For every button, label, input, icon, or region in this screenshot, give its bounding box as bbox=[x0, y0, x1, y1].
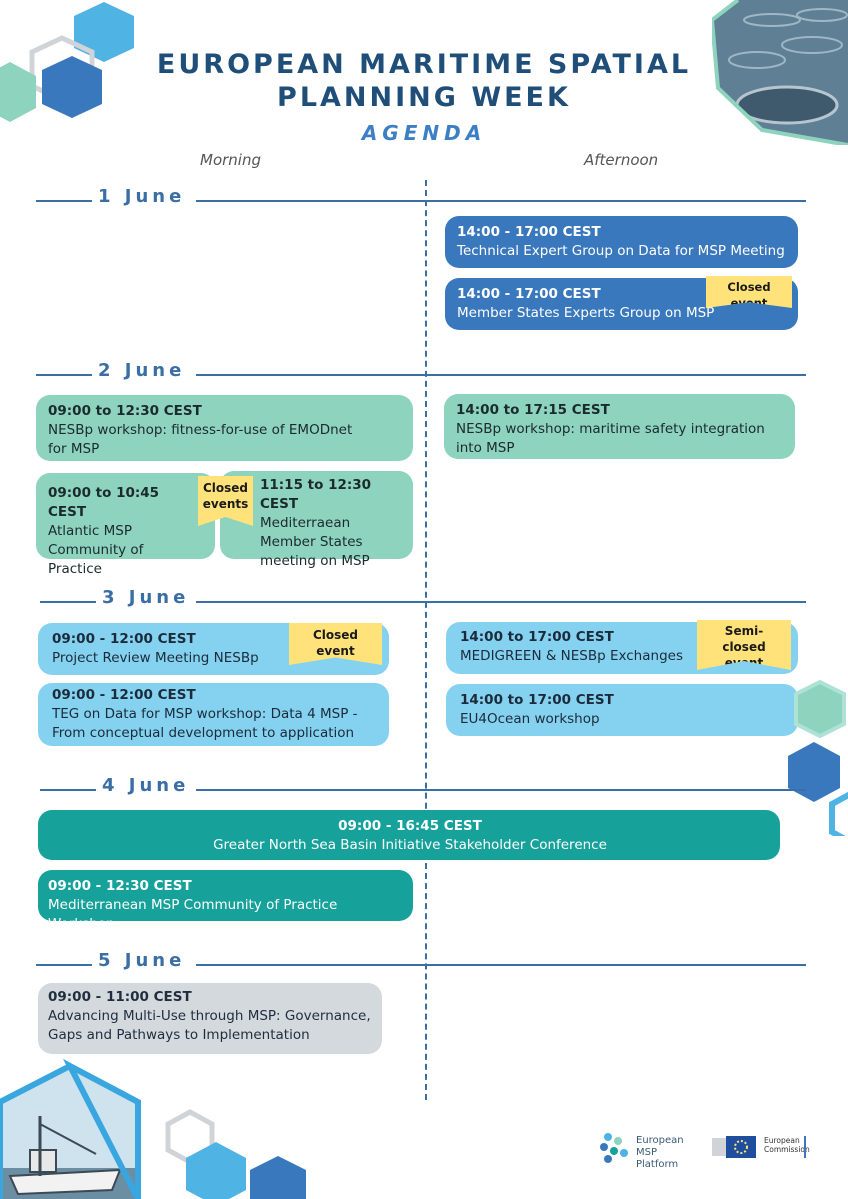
day-header-4: 4 June bbox=[36, 775, 806, 801]
boat-photo bbox=[0, 1058, 141, 1199]
day-label: 5 June bbox=[98, 950, 186, 971]
event-time: 14:00 to 17:15 CEST bbox=[456, 402, 610, 418]
event-card[interactable]: 14:00 - 17:00 CEST Technical Expert Grou… bbox=[445, 216, 798, 268]
event-time: 09:00 - 16:45 CEST bbox=[338, 818, 482, 834]
event-time: 14:00 - 17:00 CEST bbox=[457, 286, 601, 302]
ec-logo-text-line1: European bbox=[764, 1136, 800, 1145]
event-title: Technical Expert Group on Data for MSP M… bbox=[457, 243, 785, 259]
event-title: Atlantic MSP Community of Practice bbox=[48, 523, 144, 577]
eu-flag-icon bbox=[712, 1136, 756, 1158]
event-card[interactable]: 09:00 to 12:30 CEST NESBp workshop: fitn… bbox=[36, 395, 413, 461]
event-time: 09:00 to 10:45 CEST bbox=[48, 485, 160, 520]
event-card[interactable]: 14:00 to 17:15 CEST NESBp workshop: mari… bbox=[444, 394, 795, 459]
day-header-1: 1 June bbox=[36, 186, 806, 212]
hexagon-decoration-cluster-right bbox=[788, 679, 848, 836]
ec-logo-divider bbox=[804, 1136, 806, 1158]
aquaculture-photo bbox=[712, 0, 848, 145]
column-header-afternoon: Afternoon bbox=[584, 151, 659, 169]
msp-platform-logo-icon bbox=[600, 1133, 628, 1163]
event-time: 11:15 to 12:30 CEST bbox=[260, 477, 372, 512]
day-label: 2 June bbox=[98, 360, 186, 381]
event-time: 14:00 - 17:00 CEST bbox=[457, 224, 601, 240]
event-title: NESBp workshop: fitness-for-use of EMODn… bbox=[48, 422, 353, 457]
msp-logo-text-line1: European bbox=[636, 1135, 684, 1146]
event-time: 14:00 to 17:00 CEST bbox=[460, 629, 614, 645]
event-card[interactable]: 11:15 to 12:30 CEST Mediterraean Member … bbox=[220, 471, 413, 569]
event-time: 09:00 - 12:30 CEST bbox=[48, 878, 192, 894]
day-label: 4 June bbox=[102, 775, 190, 796]
event-title: MEDIGREEN & NESBp Exchanges bbox=[460, 648, 683, 664]
msp-logo-text-line2: MSP Platform bbox=[636, 1147, 679, 1170]
hexagon-decoration-cluster-bottom bbox=[165, 1109, 306, 1199]
morning-afternoon-divider bbox=[425, 180, 427, 1100]
msp-platform-logo: European MSP Platform bbox=[598, 1131, 698, 1170]
event-title: Mediterraean Member States meeting on MS… bbox=[260, 515, 370, 569]
day-header-5: 5 June bbox=[36, 950, 806, 976]
event-title: Project Review Meeting NESBp bbox=[52, 650, 259, 666]
page-title-line2: PLANNING WEEK bbox=[277, 82, 571, 113]
european-commission-logo: European Commission bbox=[712, 1134, 812, 1160]
event-card[interactable]: 09:00 - 12:30 CEST Mediterranean MSP Com… bbox=[38, 870, 413, 932]
event-title: Greater North Sea Basin Initiative Stake… bbox=[213, 837, 607, 853]
day-label: 1 June bbox=[98, 186, 186, 207]
event-time: 14:00 to 17:00 CEST bbox=[460, 692, 614, 708]
event-title: NESBp workshop: maritime safety integrat… bbox=[456, 421, 765, 456]
day-header-3: 3 June bbox=[36, 587, 806, 613]
event-time: 09:00 to 12:30 CEST bbox=[48, 403, 202, 419]
event-title: EU4Ocean workshop bbox=[460, 711, 600, 727]
event-time: 09:00 - 11:00 CEST bbox=[48, 989, 192, 1005]
ec-logo-text-line2: Commission bbox=[764, 1145, 810, 1154]
event-card[interactable]: 09:00 - 11:00 CEST Advancing Multi-Use t… bbox=[38, 983, 382, 1054]
day-label: 3 June bbox=[102, 587, 190, 608]
event-title: TEG on Data for MSP workshop: Data 4 MSP… bbox=[52, 706, 358, 741]
page-title-line1: EUROPEAN MARITIME SPATIAL bbox=[156, 49, 692, 80]
column-header-morning: Morning bbox=[200, 151, 261, 169]
hexagon-decoration-cluster-top-left bbox=[0, 2, 134, 122]
event-title: Advancing Multi-Use through MSP: Governa… bbox=[48, 1008, 371, 1043]
event-time: 09:00 - 12:00 CEST bbox=[52, 631, 196, 647]
event-card[interactable]: 09:00 - 12:00 CEST TEG on Data for MSP w… bbox=[38, 683, 389, 746]
event-title: Member States Experts Group on MSP bbox=[457, 305, 715, 321]
event-card[interactable]: 09:00 to 10:45 CEST Atlantic MSP Communi… bbox=[36, 473, 215, 577]
event-title: Mediterranean MSP Community of Practice … bbox=[48, 897, 338, 932]
event-card[interactable]: 14:00 - 17:00 CEST Member States Experts… bbox=[445, 278, 798, 330]
event-time: 09:00 - 12:00 CEST bbox=[52, 687, 196, 703]
event-card[interactable]: 14:00 to 17:00 CEST EU4Ocean workshop bbox=[446, 684, 798, 736]
day-header-2: 2 June bbox=[36, 360, 806, 386]
agenda-subtitle: AGENDA bbox=[361, 121, 487, 145]
event-card-full-day[interactable]: 09:00 - 16:45 CEST Greater North Sea Bas… bbox=[38, 810, 780, 860]
